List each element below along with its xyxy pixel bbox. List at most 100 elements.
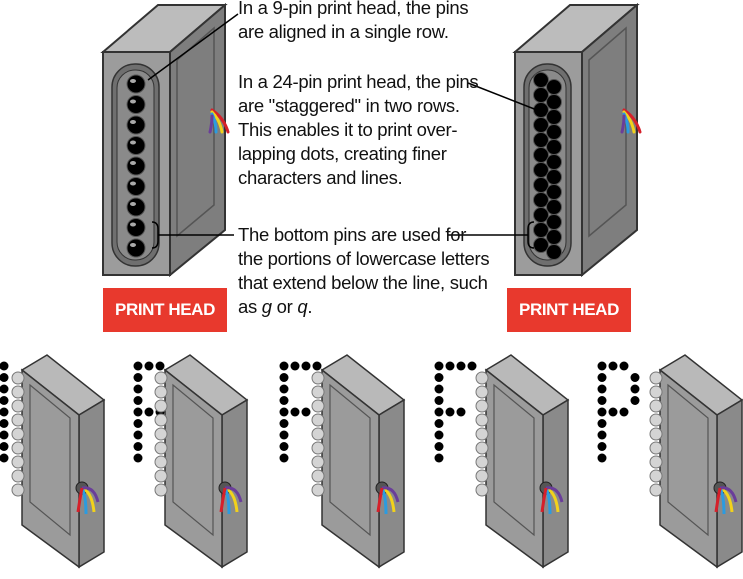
pin bbox=[546, 124, 562, 140]
printed-dot bbox=[0, 419, 9, 428]
leader-lines bbox=[147, 13, 543, 249]
pin-tip bbox=[154, 413, 168, 427]
caption-line: lapping dots, creating finer bbox=[238, 143, 447, 164]
pin bbox=[546, 229, 562, 245]
pin-tip bbox=[475, 483, 489, 497]
pin-highlight bbox=[130, 202, 136, 206]
printed-dot bbox=[434, 396, 444, 405]
print-head-label-left: PRINT HEAD bbox=[103, 288, 227, 332]
caption-mid: or bbox=[271, 296, 298, 317]
nine-pin-caption: In a 9-pin print head, the pins are alig… bbox=[238, 0, 469, 44]
printed-dot bbox=[279, 384, 289, 394]
pin bbox=[546, 199, 562, 215]
printed-dot bbox=[301, 407, 311, 417]
caption-line: that extend below the line, such bbox=[238, 272, 488, 293]
pin bbox=[546, 139, 562, 155]
pin-tip bbox=[11, 371, 25, 385]
caption-line: This enables it to print over- bbox=[238, 119, 458, 140]
pin bbox=[126, 156, 146, 176]
wire-bundle-icon bbox=[208, 108, 230, 134]
printed-dot bbox=[279, 419, 289, 428]
pin bbox=[546, 169, 562, 185]
printed-dot bbox=[290, 407, 300, 417]
pin bbox=[126, 197, 146, 217]
pin-highlight bbox=[130, 79, 136, 83]
pin bbox=[533, 237, 549, 253]
pin-tip bbox=[475, 427, 489, 441]
caption-line: the portions of lowercase letters bbox=[238, 248, 490, 269]
pin bbox=[126, 95, 146, 114]
printed-dot bbox=[312, 361, 322, 371]
printed-dot bbox=[630, 384, 640, 394]
pin-tip bbox=[475, 413, 489, 427]
moving-print-head bbox=[475, 354, 570, 569]
pin-tip bbox=[475, 371, 489, 385]
printed-dot bbox=[0, 396, 9, 405]
pin bbox=[546, 214, 562, 230]
pin-tip bbox=[154, 455, 168, 469]
moving-print-head bbox=[311, 354, 406, 569]
pin-tip bbox=[649, 483, 663, 497]
printed-dot bbox=[597, 407, 607, 417]
pin bbox=[126, 74, 146, 94]
pin-tip bbox=[475, 469, 489, 483]
printed-dot bbox=[597, 361, 607, 371]
pin-tip bbox=[475, 441, 489, 455]
head-panel bbox=[493, 383, 535, 537]
caption-line-last: as g or q. bbox=[238, 295, 489, 319]
pin bbox=[126, 238, 146, 258]
printed-dot bbox=[133, 373, 143, 382]
pin-tip bbox=[154, 399, 168, 413]
printed-dot bbox=[630, 396, 640, 405]
wire-red bbox=[219, 487, 227, 513]
pin-tip bbox=[311, 455, 325, 469]
moving-print-head bbox=[649, 354, 743, 569]
caption-suffix: . bbox=[307, 296, 313, 317]
pin-tip bbox=[11, 385, 25, 399]
printed-dot bbox=[467, 361, 477, 371]
printed-dot bbox=[279, 442, 289, 451]
printed-dot bbox=[434, 442, 444, 451]
printed-dot bbox=[434, 384, 444, 394]
pin-highlight bbox=[130, 161, 136, 165]
caption-line: characters and lines. bbox=[238, 167, 403, 188]
printed-dot bbox=[0, 361, 9, 371]
wire-purple bbox=[719, 486, 738, 503]
pin-tip bbox=[311, 399, 325, 413]
printed-dot bbox=[456, 361, 466, 371]
printed-dot bbox=[133, 361, 143, 371]
nine-pin-column bbox=[126, 74, 146, 258]
printed-dot bbox=[597, 384, 607, 394]
printed-dot bbox=[279, 453, 289, 463]
pin-tip bbox=[649, 455, 663, 469]
printed-dot bbox=[133, 419, 143, 428]
printed-dot bbox=[619, 407, 629, 417]
pin-tip bbox=[649, 441, 663, 455]
pin-tip bbox=[11, 455, 25, 469]
printed-dot bbox=[597, 430, 607, 440]
pin-tip bbox=[154, 371, 168, 385]
printed-dot bbox=[608, 407, 618, 417]
caption-prefix: as bbox=[238, 296, 262, 317]
printed-dot bbox=[279, 407, 289, 417]
pin bbox=[546, 94, 562, 110]
printed-dot bbox=[434, 453, 444, 463]
printed-dot bbox=[0, 407, 9, 417]
printed-dot bbox=[301, 361, 311, 371]
pin bbox=[546, 184, 562, 200]
pin-tip bbox=[154, 469, 168, 483]
printed-dot bbox=[597, 453, 607, 463]
printed-dot bbox=[279, 430, 289, 440]
pin-tip bbox=[475, 399, 489, 413]
printed-dot bbox=[434, 373, 444, 382]
pin bbox=[126, 115, 146, 135]
wire-purple bbox=[545, 486, 564, 503]
printed-dot bbox=[434, 361, 444, 371]
pin-tip bbox=[311, 413, 325, 427]
printed-dot bbox=[133, 453, 143, 463]
pin bbox=[546, 109, 562, 125]
pin bbox=[126, 177, 146, 196]
printed-dot bbox=[608, 361, 618, 371]
moving-print-head bbox=[11, 354, 106, 569]
printed-dot bbox=[144, 361, 154, 371]
